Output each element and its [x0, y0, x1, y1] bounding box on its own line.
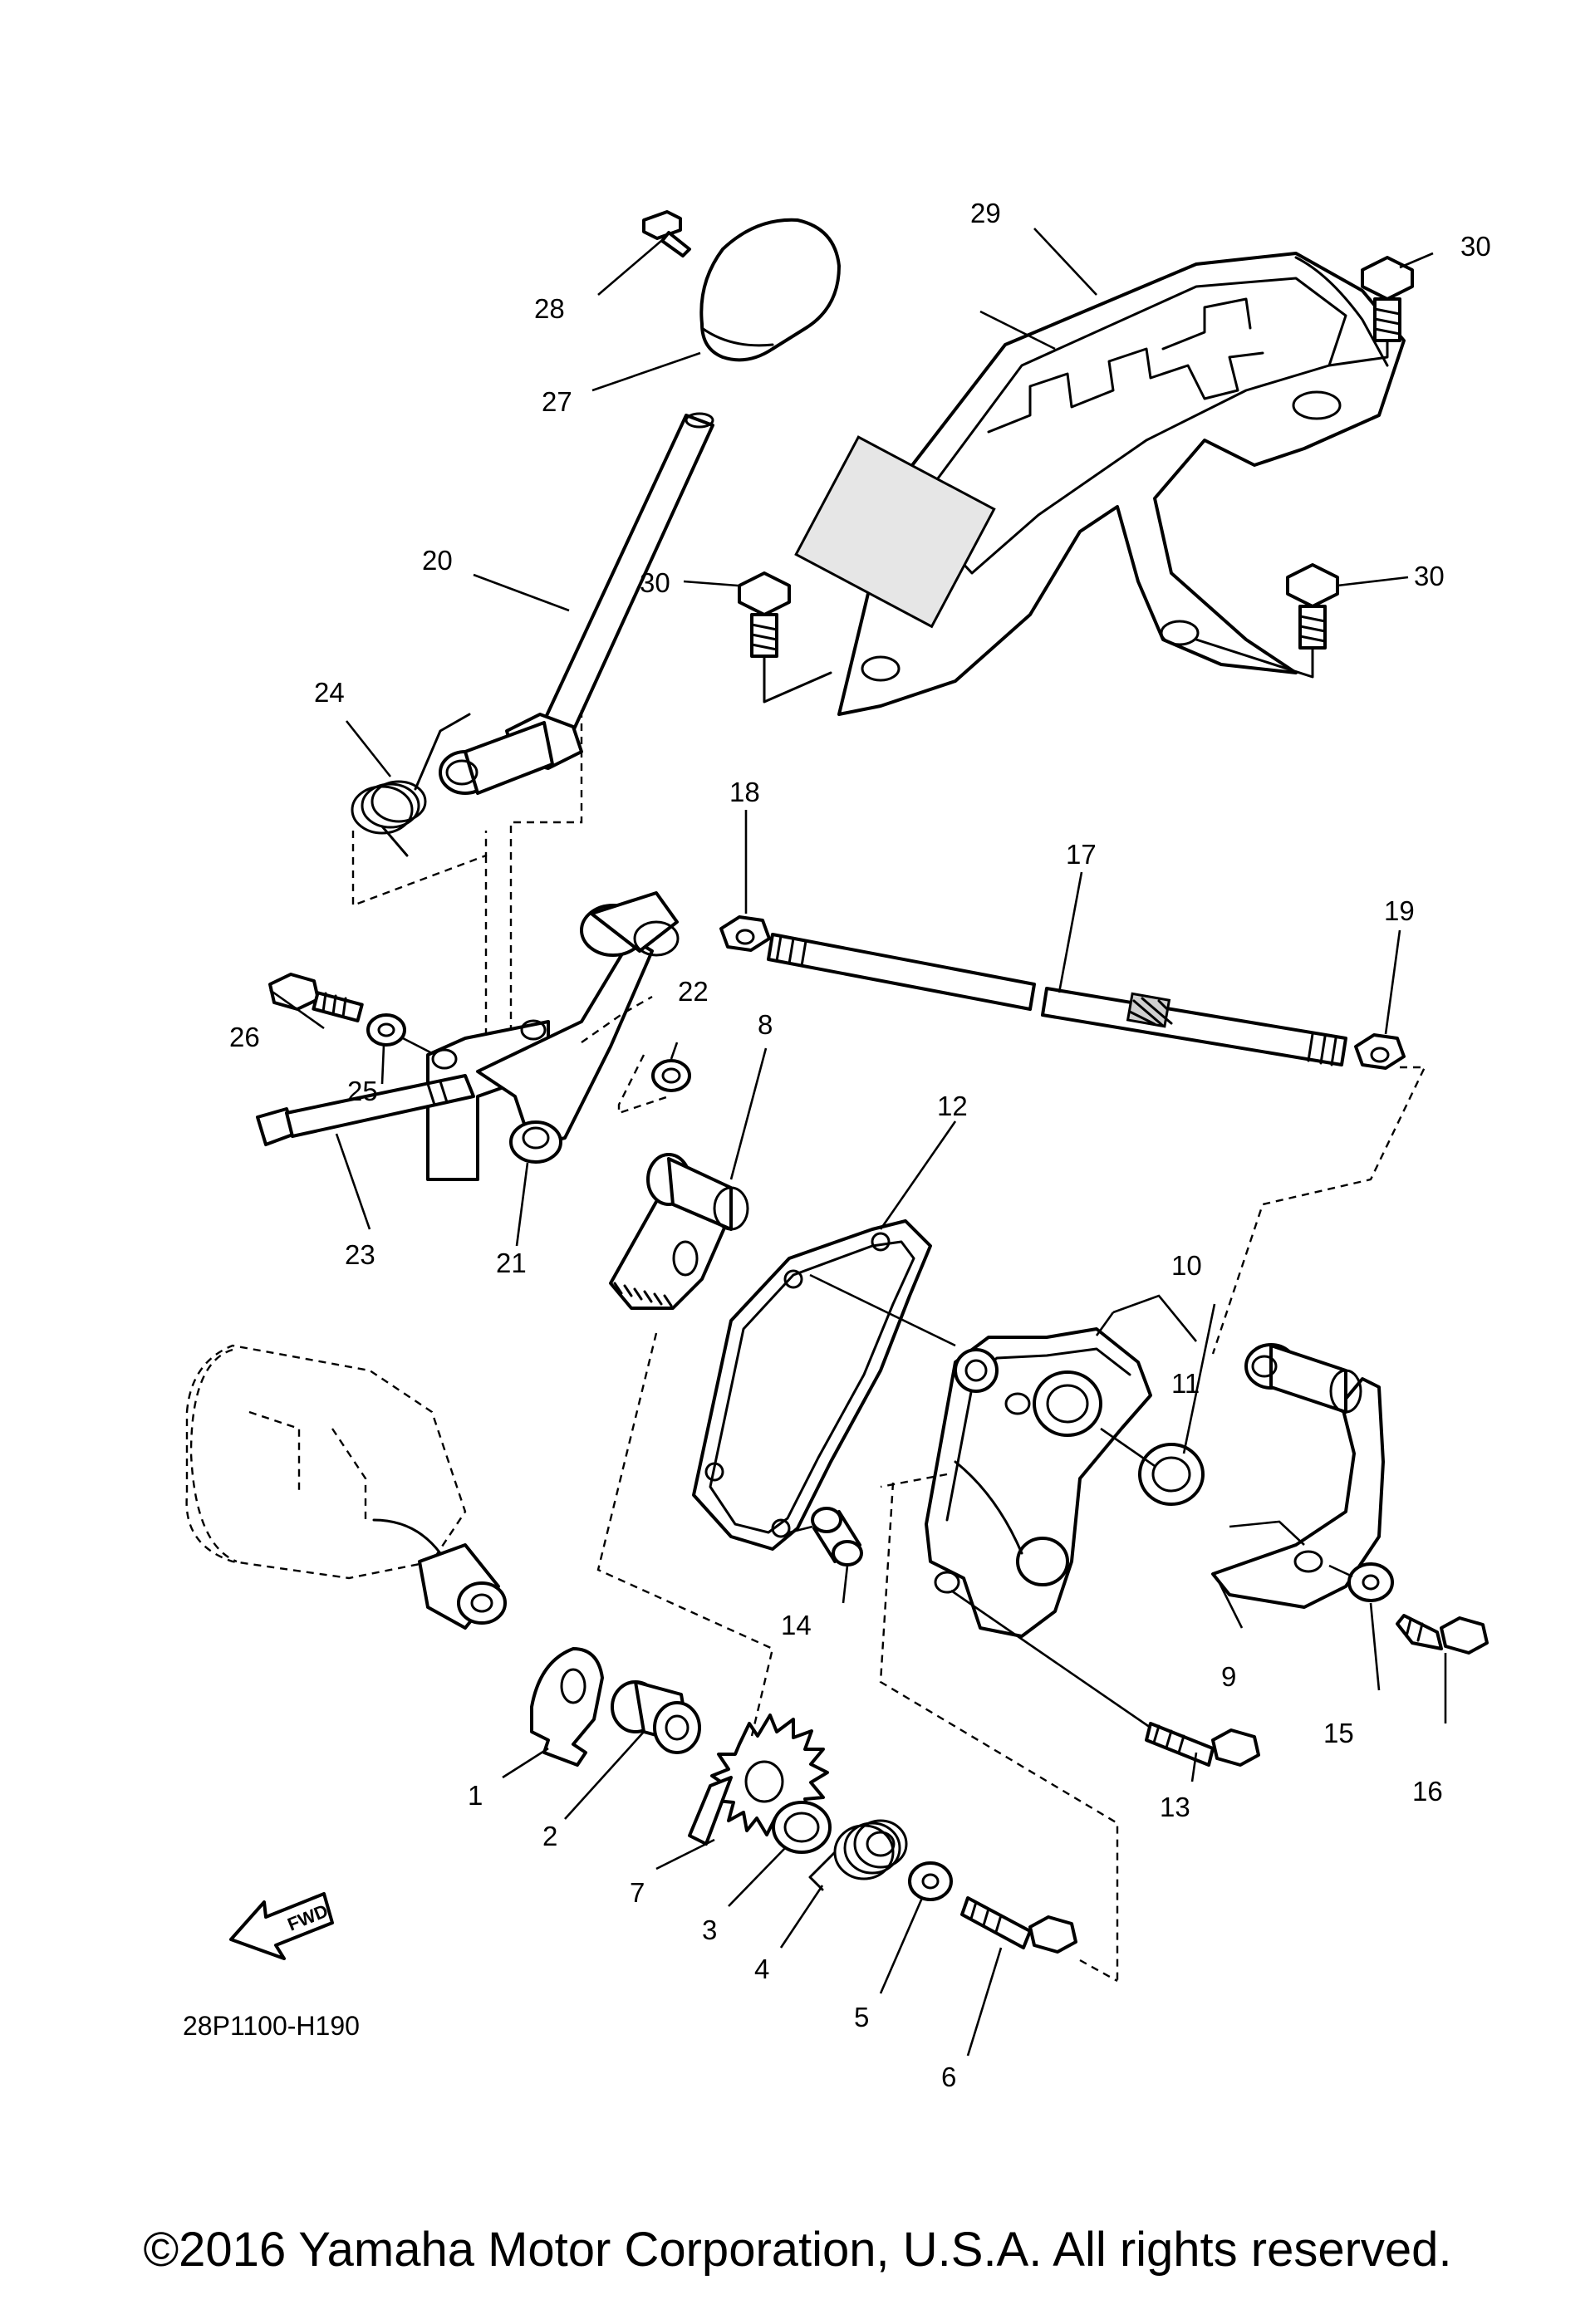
diagram-code: 28P1100-H190 [183, 2011, 360, 2041]
callout-27: 27 [542, 386, 572, 417]
part-18-nut [719, 915, 771, 952]
part-26-bolt [268, 973, 364, 1022]
part-2-collar [611, 1680, 701, 1754]
part-22-washer [651, 1059, 691, 1092]
callout-4: 4 [754, 1954, 769, 1984]
callout-9: 9 [1221, 1661, 1236, 1692]
fwd-arrow-icon: FWD [229, 1892, 334, 1960]
part-19-nut [1354, 1033, 1406, 1070]
part-28-screw [642, 210, 691, 257]
part-11-oil-seal [1138, 1443, 1205, 1506]
callout-6: 6 [941, 2062, 956, 2092]
callout-29: 29 [970, 198, 1001, 228]
callout-16: 16 [1412, 1776, 1443, 1807]
part-30-bolt-right [1286, 563, 1339, 650]
callout-26: 26 [229, 1022, 260, 1052]
callout-28: 28 [534, 293, 565, 324]
callout-21: 21 [496, 1248, 527, 1278]
part-23-bolt [256, 1074, 475, 1146]
part-29-shift-guide-cover [794, 252, 1406, 716]
callout-12: 12 [937, 1091, 968, 1121]
callout-10: 10 [1171, 1250, 1202, 1281]
callout-2: 2 [542, 1821, 557, 1851]
shift-drum-reference [185, 1344, 507, 1630]
part-5-washer [908, 1861, 953, 1901]
part-24-spring [351, 713, 471, 857]
callout-3: 3 [702, 1915, 717, 1945]
part-14-dowel [811, 1507, 863, 1566]
leader-lines [269, 228, 1447, 2057]
callout-19: 19 [1384, 895, 1415, 926]
part-21-lever-assembly [426, 891, 680, 1181]
callout-7: 7 [630, 1877, 645, 1908]
part-1-stopper [530, 1647, 604, 1767]
copyright-notice: ©2016 Yamaha Motor Corporation, U.S.A. A… [143, 2223, 1452, 2277]
callout-20: 20 [422, 545, 453, 576]
callout-30-top-right: 30 [1460, 231, 1491, 262]
part-8-shift-arm [609, 1153, 749, 1310]
callout-30-left: 30 [640, 567, 670, 598]
callout-25: 25 [347, 1076, 378, 1106]
part-27-shift-knob [699, 218, 841, 362]
callout-15: 15 [1323, 1718, 1354, 1748]
part-13-bolt [1145, 1722, 1260, 1767]
part-6-bolt [960, 1896, 1077, 1954]
callout-1: 1 [468, 1780, 483, 1811]
part-30-bolt-left [738, 571, 791, 658]
part-10-shift-cover [925, 1327, 1152, 1638]
part-30-bolt-top-right [1361, 256, 1414, 342]
callout-13: 13 [1160, 1792, 1190, 1822]
part-15-washer [1347, 1562, 1394, 1602]
part-17-shift-rod [767, 933, 1347, 1066]
callout-23: 23 [345, 1239, 375, 1270]
callout-17: 17 [1066, 839, 1097, 870]
part-9-shift-arm-right [1211, 1343, 1385, 1609]
callout-30-right: 30 [1414, 561, 1445, 591]
part-16-bolt [1396, 1614, 1489, 1655]
part-3-washer [772, 1801, 832, 1854]
callout-24: 24 [314, 677, 345, 708]
callout-labels: 29 30 30 30 28 27 20 24 18 17 19 22 8 26… [229, 198, 1491, 2092]
callout-5: 5 [854, 2002, 869, 2032]
callout-22: 22 [678, 976, 709, 1007]
callout-11: 11 [1171, 1368, 1200, 1399]
callout-8: 8 [758, 1009, 773, 1040]
callout-14: 14 [781, 1610, 812, 1640]
callout-18: 18 [729, 777, 760, 807]
part-12-gasket [692, 1219, 932, 1551]
part-4-torsion-spring [808, 1819, 908, 1891]
part-20-shift-lever [439, 412, 714, 795]
part-25-washer [366, 1013, 406, 1047]
